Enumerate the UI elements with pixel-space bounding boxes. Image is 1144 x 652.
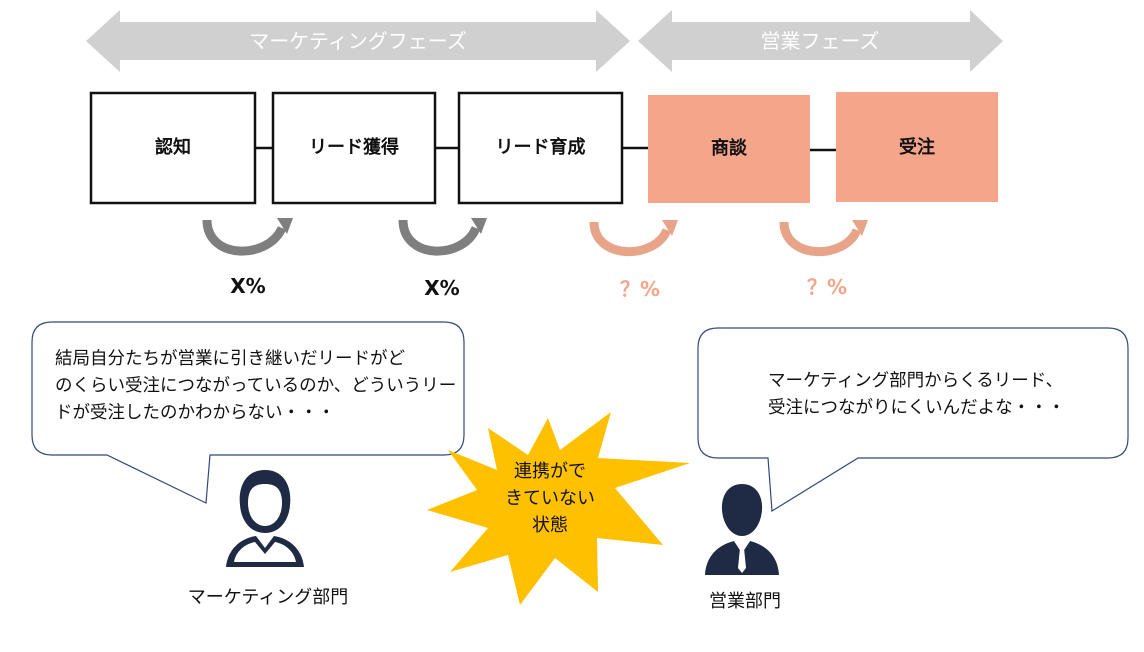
stage-box-lead-nurturing: [457, 91, 624, 205]
stage-box-negotiation: [648, 95, 810, 203]
conversion-arrow-icon: [779, 220, 868, 256]
stage-label-awareness: 認知: [155, 137, 191, 158]
stage-label-order: 受注: [899, 137, 935, 158]
conversion-arrow-icon: [398, 218, 487, 256]
conversion-rate: X%: [424, 276, 460, 300]
marketing-department-label: マーケティング部門: [187, 587, 349, 608]
phase-label-marketing: マーケティングフェーズ: [249, 29, 467, 53]
explosion-burst-icon: [427, 412, 690, 605]
stage-box-order: [836, 92, 998, 202]
conversion-rate: X%: [230, 274, 266, 298]
stage-box-awareness: [89, 91, 257, 205]
speech-text-left: 結局自分たちが営業に引き継いだリードがど のくらい受注につながっているのか、どう…: [55, 346, 456, 427]
sales-department-label: 営業部門: [709, 591, 781, 612]
burst-line: 状態: [532, 515, 568, 536]
stage-label-lead-acquisition: リード獲得: [309, 137, 399, 158]
speech-bubble-left: [31, 321, 465, 504]
speech-bubble-right: [697, 327, 1129, 513]
phase-label-sales: 営業フェーズ: [760, 29, 880, 53]
speech-line: のくらい受注につながっているのか、どういうリー: [55, 376, 457, 396]
burst-line: 連携がで: [514, 461, 586, 482]
stage-box-lead-acquisition: [271, 91, 437, 205]
sales-phase-arrow: [638, 10, 1003, 72]
speech-line: マーケティング部門からくるリード、: [768, 371, 1064, 391]
stage-label-negotiation: 商談: [711, 138, 747, 159]
speech-line: ドが受注したのかわからない・・・: [55, 403, 335, 423]
conversion-rate: ？%: [619, 277, 661, 301]
speech-line: 受注につながりにくいんだよな・・・: [768, 398, 1066, 418]
person-icon: [226, 470, 304, 567]
businessman-icon: [705, 484, 779, 575]
marketing-phase-arrow: [86, 10, 630, 72]
conversion-arrow-icon: [589, 220, 678, 256]
conversion-arrow-icon: [202, 218, 293, 256]
stage-label-lead-nurturing: リード育成: [495, 137, 586, 158]
conversion-rate: ？%: [806, 275, 848, 299]
burst-text: 連携がで きていない 状態: [490, 458, 610, 539]
speech-line: 結局自分たちが営業に引き継いだリードがど: [55, 349, 405, 369]
speech-text-right: マーケティング部門からくるリード、 受注につながりにくいんだよな・・・: [768, 368, 1065, 422]
burst-line: きていない: [505, 488, 595, 509]
